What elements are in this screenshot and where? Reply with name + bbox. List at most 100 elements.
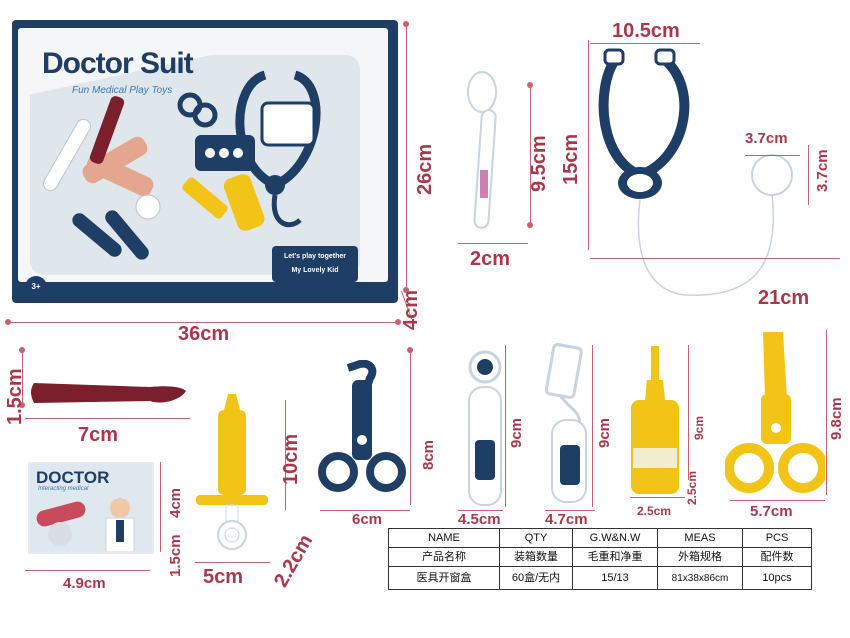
table-header-row-en: NAME QTY G.W&N.W MEAS PCS — [388, 528, 812, 548]
chest-height-label: 3.7cm — [814, 149, 831, 192]
bottle-height-line — [688, 345, 689, 480]
card-h1-label: 4cm — [167, 487, 184, 518]
stetho-top-line — [590, 43, 700, 44]
header-pcs: PCS — [742, 528, 812, 548]
badge-line-2: My Lovely Kid — [291, 267, 339, 274]
card-title: DOCTOR — [36, 468, 110, 487]
card-height-line — [160, 462, 161, 552]
light-height-label: 9cm — [596, 417, 613, 448]
box-title: Doctor Suit — [42, 47, 194, 80]
pen-light — [544, 343, 587, 503]
scissors-height-line — [826, 330, 827, 495]
header-qty-cn: 装箱数量 — [499, 547, 573, 567]
card-subtitle: Interacting medical — [38, 486, 89, 492]
mirror-height-line — [505, 345, 506, 507]
box-subtitle: Fun Medical Play Toys — [72, 85, 173, 96]
light-height-line — [592, 345, 593, 507]
syringe-height-label: 10cm — [280, 433, 302, 485]
forceps-height-line — [410, 350, 411, 505]
dim-dot — [395, 319, 401, 325]
scissors-height-label: 9.8cm — [828, 397, 845, 440]
table-header-row-cn: 产品名称 装箱数量 毛重和净重 外箱规格 配件数 — [388, 547, 812, 567]
knife-length-line — [25, 418, 190, 419]
forceps-width-line — [320, 510, 410, 511]
cell-meas: 81x38x86cm — [657, 566, 743, 590]
dim-dot — [19, 347, 25, 353]
box-depth-label: 4cm — [400, 289, 422, 330]
cell-qty: 60盒/无内 — [499, 566, 573, 590]
doctor-card: DOCTOR Interacting medical — [28, 462, 154, 554]
header-pcs-cn: 配件数 — [742, 547, 812, 567]
syringe-height-line — [285, 400, 286, 510]
tongue-spoon — [467, 71, 497, 229]
toy-syringe — [196, 394, 268, 550]
header-meas: MEAS — [657, 528, 743, 548]
box-width-line — [8, 322, 398, 323]
dim-dot — [19, 402, 25, 408]
dental-mirror — [468, 350, 502, 506]
header-weight-cn: 毛重和净重 — [572, 547, 658, 567]
knife-height-label: 1.5cm — [4, 368, 26, 425]
box-bottom-text: PARENTS-CHILD INTERACTION, ENJOY DOCTOR … — [110, 284, 318, 291]
card-width-line — [25, 570, 150, 571]
syringe-width-line — [195, 562, 270, 563]
box-height-line — [406, 24, 407, 290]
header-name-cn: 产品名称 — [388, 547, 500, 567]
forceps-height-label: 8cm — [420, 439, 437, 470]
dim-dot — [403, 287, 409, 293]
light-width-line — [545, 510, 595, 511]
cell-name: 医具开窗盒 — [388, 566, 500, 590]
bottle-depth-label: 2.5cm — [685, 470, 699, 505]
header-name: NAME — [388, 528, 500, 548]
medicine-bottle — [631, 346, 679, 494]
spoon-height-label: 9.5cm — [528, 135, 550, 192]
mirror-height-label: 9cm — [508, 417, 525, 448]
syringe-width-label: 5cm — [203, 566, 244, 588]
stetho-length-line — [590, 258, 840, 259]
badge-line-1: Let's play together — [284, 253, 346, 260]
chest-width-label: 3.7cm — [745, 130, 788, 147]
spoon-height-line — [530, 85, 531, 225]
stetho-height-line — [588, 40, 589, 250]
scissors-width-line — [730, 500, 825, 501]
scissors-width-label: 5.7cm — [750, 503, 793, 520]
stethoscope — [598, 48, 793, 299]
bottle-width-line — [630, 497, 685, 498]
stetho-height-label: 15cm — [560, 133, 582, 185]
box-height-label: 26cm — [414, 143, 436, 195]
dim-dot — [527, 222, 533, 228]
box-toys-illustration — [43, 70, 321, 260]
cell-pcs: 10pcs — [742, 566, 812, 590]
dim-dot — [403, 21, 409, 27]
mirror-width-label: 4.5cm — [458, 511, 501, 528]
chest-width-line — [745, 155, 800, 156]
dim-dot — [5, 319, 11, 325]
card-width-label: 4.9cm — [63, 575, 106, 592]
spec-table: NAME QTY G.W&N.W MEAS PCS 产品名称 装箱数量 毛重和净… — [388, 528, 812, 590]
bottle-height-label: 9cm — [692, 415, 706, 440]
header-meas-cn: 外箱规格 — [657, 547, 743, 567]
spoon-width-line — [458, 243, 528, 244]
light-width-label: 4.7cm — [545, 511, 588, 528]
cell-weight: 15/13 — [572, 566, 658, 590]
spoon-width-label: 2cm — [470, 248, 511, 270]
forceps-width-label: 6cm — [352, 511, 383, 528]
dim-dot — [527, 82, 533, 88]
chest-height-line — [808, 145, 809, 205]
card-h2-label: 1.5cm — [167, 534, 184, 577]
stetho-top-label: 10.5cm — [612, 20, 680, 42]
mirror-width-line — [458, 510, 503, 511]
box-badge: Let's play together My Lovely Kid — [272, 246, 358, 282]
age-badge: 3+ — [25, 276, 47, 298]
navy-forceps — [318, 360, 406, 492]
box-width-label: 36cm — [178, 323, 230, 345]
stetho-length-label: 21cm — [758, 287, 810, 309]
knife-length-label: 7cm — [78, 424, 119, 446]
header-weight: G.W&N.W — [572, 528, 658, 548]
bottle-width-label: 2.5cm — [637, 504, 672, 518]
table-row: 医具开窗盒 60盒/无内 15/13 81x38x86cm 10pcs — [388, 566, 812, 590]
syringe-depth-label: 2.2cm — [270, 530, 318, 591]
header-qty: QTY — [499, 528, 573, 548]
dim-dot — [407, 347, 413, 353]
card-illustration — [36, 498, 135, 552]
